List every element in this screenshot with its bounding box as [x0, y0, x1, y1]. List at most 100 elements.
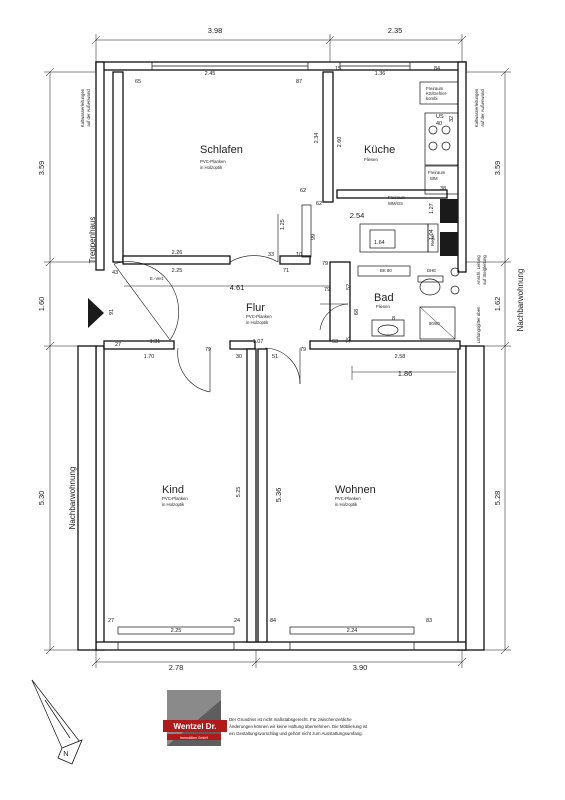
dim-left-lower: 5.30	[37, 491, 46, 506]
label-e-vert: E.-Vert.	[150, 276, 164, 281]
company-logo: Wentzel Dr. Immobilien GmbH	[163, 690, 227, 746]
small-dim: 79	[300, 347, 306, 353]
room-name-wohnen: Wohnen	[335, 484, 376, 496]
small-dim: 30	[236, 354, 242, 360]
north-arrow-icon	[31, 679, 83, 765]
room-floor-bad: Fliesen	[376, 304, 390, 309]
label-treppenhaus: Treppenhaus	[88, 217, 97, 264]
dim-kueche-window: 1.36	[375, 71, 386, 77]
small-dim: 79	[205, 347, 211, 353]
disclaimer-line-1: Der Grundriss ist nicht maßstabsgerecht.…	[229, 717, 352, 722]
small-dim: 43	[112, 270, 118, 276]
small-dim: 99	[311, 234, 317, 240]
dim-bottom-right: 3.90	[353, 663, 368, 672]
small-dim: 83	[426, 618, 432, 624]
room-floor-schlafen-1: PVC-Planken	[200, 159, 226, 164]
small-dim: 79	[322, 261, 328, 267]
room-floor-kind-1: PVC-Planken	[162, 496, 188, 501]
small-dim: 24	[234, 618, 240, 624]
small-dim: 32	[449, 116, 455, 122]
dim-top-left: 3.98	[208, 26, 223, 35]
label-regal: Regal	[430, 235, 435, 246]
dim-left-mid: 1.60	[37, 297, 46, 312]
small-dim: 27	[108, 618, 114, 624]
label-abstellung-1: Anschl. Leitung	[476, 255, 481, 285]
room-floor-flur-2: in Holzoptik	[246, 320, 269, 325]
label-us: US	[436, 114, 444, 120]
label-freiraum-wm-2: WM	[430, 176, 438, 181]
small-dim: 10	[296, 252, 302, 258]
room-name-schlafen: Schlafen	[200, 144, 243, 156]
dim-kueche-depth: 2.60	[337, 137, 343, 148]
label-freiraum-ks-1: Freiraum	[426, 86, 444, 91]
label-luefter: Lüftungsgitter oben	[476, 306, 481, 343]
label-nachbar-left: Nachbarwohnung	[68, 467, 77, 530]
small-dim: 38	[440, 186, 446, 192]
label-sink: 1.64	[374, 240, 385, 246]
dim-left-upper: 3.59	[37, 161, 46, 176]
walls	[77, 61, 485, 651]
small-dim: 33	[268, 252, 274, 258]
dim-right-upper: 3.59	[493, 161, 502, 176]
small-dim: 1.27	[429, 203, 435, 214]
small-dim: 65	[135, 79, 141, 85]
dim-schlafen-window: 2.45	[205, 71, 216, 77]
kitchen-fixtures	[301, 81, 459, 258]
room-floor-kueche: Fliesen	[364, 157, 378, 162]
dim-bad-top: 1.07	[253, 339, 264, 345]
small-dim: 63	[332, 339, 338, 345]
logo-line2: Immobilien GmbH	[180, 736, 208, 740]
small-dim: 27	[115, 342, 121, 348]
room-floor-kind-2: in Holzoptik	[162, 502, 185, 507]
dim-bottom-left: 2.78	[169, 663, 184, 672]
label-abstellung-2: auf Steigleitung	[482, 255, 487, 285]
dim-kind-top: 1.70	[144, 354, 155, 360]
outer-dimension-lines	[44, 34, 511, 668]
compass-letter: N	[63, 749, 68, 758]
small-dim: 84	[434, 66, 440, 72]
label-kaltwasser-right-2: auf der Außenwand	[480, 89, 485, 127]
label-shower: 80/80	[429, 321, 440, 326]
dim-wohnen-window: 2.24	[347, 628, 358, 634]
disclaimer-line-2: Änderungen können wir keine Haftung über…	[229, 724, 368, 729]
small-dim: 52	[346, 284, 352, 290]
dim-right-lower: 5.28	[493, 491, 502, 506]
dim-kind-depth: 5.25	[236, 487, 242, 498]
label-freiraum-ks-2: KS/Gefrier-	[426, 91, 448, 96]
room-floor-flur-1: PVC-Planken	[246, 314, 272, 319]
small-dim: 62	[300, 188, 306, 194]
dim-flur-right-depth: 68	[354, 309, 360, 315]
logo-line1: Wentzel Dr.	[174, 722, 217, 731]
label-freiraum-ks-3: kombi	[426, 96, 438, 101]
small-dim: 35	[346, 337, 352, 343]
dim-schlafen-depth: 2.34	[314, 133, 320, 144]
small-dim: 87	[296, 79, 302, 85]
label-kaltwasser-left-1: Kaltwasserleitungen	[80, 88, 85, 127]
room-floor-wohnen-1: PVC-Planken	[335, 496, 361, 501]
small-dim: 15	[335, 66, 341, 72]
small-dim: 71	[283, 268, 289, 274]
entrance-triangle-icon	[88, 298, 104, 328]
dim-schlafen-bottom: 2.26	[172, 250, 183, 256]
doors	[113, 214, 349, 393]
room-name-flur: Flur	[246, 302, 265, 314]
small-dim: 8	[392, 316, 395, 322]
small-dim: 40	[436, 121, 442, 127]
dim-kueche-width: 2.54	[350, 211, 365, 220]
small-dim: 91	[109, 309, 115, 315]
small-dim: 79	[324, 287, 330, 293]
label-freiraum-wmgs-2: WM/GS	[388, 201, 403, 206]
dim-wall-225: 2.25	[172, 268, 183, 274]
label-freiraum-wm-1: Freiraum	[428, 170, 446, 175]
dim-right-mid: 1.62	[493, 297, 502, 312]
label-nachbar-right: Nachbarwohnung	[516, 269, 525, 332]
dim-flur-left: 1.31	[150, 339, 161, 345]
label-kaltwasser-right-1: Kaltwasserleitungen	[474, 88, 479, 127]
label-freiraum-wmgs-1: Freiraum	[388, 195, 406, 200]
small-dim: 62	[316, 201, 322, 207]
dim-kind-window: 2.25	[171, 628, 182, 634]
bath-fixtures	[357, 265, 460, 340]
dim-top-right: 2.35	[388, 26, 403, 35]
disclaimer-line-3: ein Gestaltungsvorschlag und gehört nich…	[229, 731, 363, 736]
